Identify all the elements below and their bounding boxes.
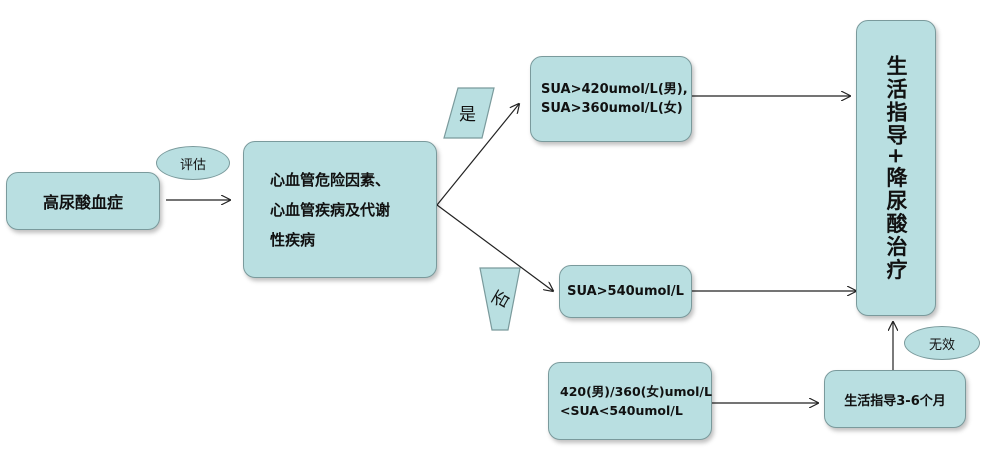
intermediate-line-1: 420(男)/360(女)umol/L <box>560 384 712 399</box>
threshold-yes-line-1: SUA>420umol/L(男), <box>541 82 688 97</box>
arrow-no <box>436 204 553 291</box>
intermediate-line-2: <SUA<540umol/L <box>560 403 683 418</box>
assess-label: 评估 <box>156 146 230 180</box>
threshold-yes-line-2: SUA>360umol/L(女) <box>541 101 683 116</box>
no-diamond <box>479 267 521 331</box>
node-threshold-no: SUA>540umol/L <box>559 265 692 318</box>
node-intermediate: 420(男)/360(女)umol/L <SUA<540umol/L <box>548 362 712 440</box>
yes-diamond <box>443 87 495 139</box>
yes-label: 是 <box>459 100 476 125</box>
ineffective-label-text: 无效 <box>928 337 955 353</box>
node-risk-factors: 心血管危险因素、 心血管疾病及代谢 性疾病 <box>243 141 437 278</box>
risk-line-2: 心血管疾病及代谢 <box>270 200 391 219</box>
arrow-yes <box>436 104 519 206</box>
node-treatment: 生活指导+降尿酸治疗 <box>856 20 936 316</box>
assess-label-text: 评估 <box>179 157 206 173</box>
node-lifestyle-3-6-months: 生活指导3-6个月 <box>824 370 966 428</box>
threshold-no-label: SUA>540umol/L <box>567 284 684 299</box>
risk-line-1: 心血管危险因素、 <box>270 170 391 189</box>
node-threshold-yes: SUA>420umol/L(男), SUA>360umol/L(女) <box>530 56 692 142</box>
lifestyle-3-6-label: 生活指导3-6个月 <box>844 393 946 409</box>
risk-line-3: 性疾病 <box>270 230 316 249</box>
treatment-label: 生活指导+降尿酸治疗 <box>884 54 908 282</box>
ineffective-label: 无效 <box>904 326 980 360</box>
node-hyperuricemia-label: 高尿酸血症 <box>42 193 123 212</box>
yes-label-text: 是 <box>459 105 476 125</box>
node-hyperuricemia: 高尿酸血症 <box>6 172 160 230</box>
